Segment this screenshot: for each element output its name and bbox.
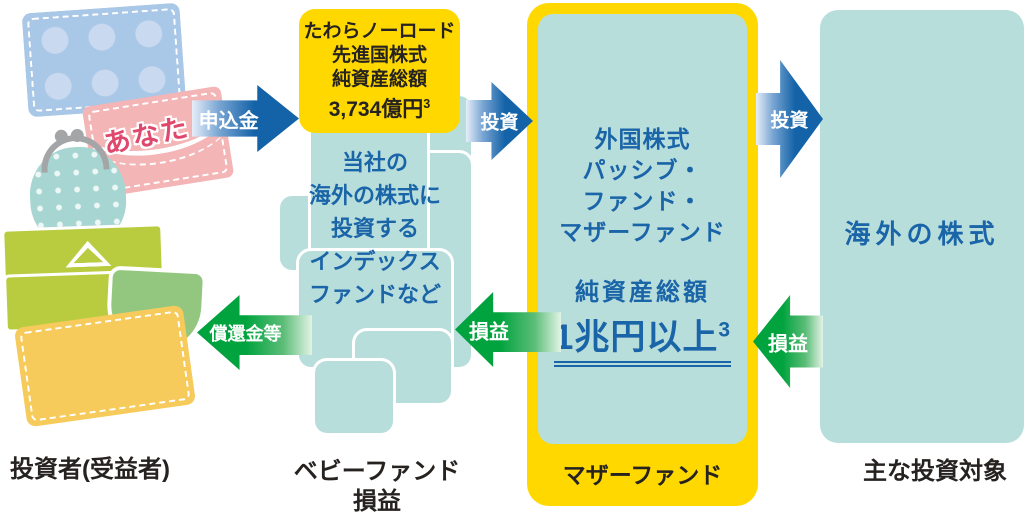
pl-arrow-label: 損益: [469, 321, 509, 343]
pl-arrow-label: 損益: [768, 333, 808, 355]
investment-target-box: 海外の株式: [820, 10, 1024, 443]
mother-fund-box: 外国株式 パッシブ・ ファンド・ マザーファンド 純資産総額 1兆円以上3 マザ…: [527, 3, 758, 506]
invest-arrow-label: 投資: [480, 112, 519, 134]
application-arrow-label: 申込金: [198, 110, 259, 132]
aum-label: 純資産総額: [575, 279, 710, 306]
aum-value: 1兆円以上3: [553, 309, 732, 367]
baby-fund-box: [352, 328, 454, 406]
mother-fund-caption: マザーファンド: [562, 462, 723, 488]
fund-aum-value: 3,734億円3: [328, 97, 431, 121]
mother-fund-aum: 純資産総額 1兆円以上3: [538, 272, 747, 367]
target-box-label: 海外の株式: [844, 219, 1000, 249]
fund-name-line: たわらノーロード: [303, 21, 456, 42]
footnote-marker: 3: [718, 318, 732, 342]
investor-wallets-illustration: あなた: [0, 0, 240, 460]
investor-caption: 投資者(受益者): [10, 456, 170, 483]
stitch-detail: [19, 310, 191, 422]
redemption-arrow-label: 償還金等: [209, 323, 282, 344]
target-caption: 主な投資対象: [863, 458, 1007, 485]
baby-fund-caption: ベビーファンド 損益: [293, 458, 461, 515]
footnote-marker: 3: [423, 97, 431, 111]
baby-fund-box: [312, 358, 396, 436]
pl-arrow-target-to-mother: 損益: [753, 295, 823, 388]
fund-aum-label: 純資産総額: [331, 69, 427, 90]
triangle-detail: [65, 240, 112, 268]
invest-arrow-label: 投資: [770, 110, 809, 132]
invest-arrow-baby-to-mother: 投資: [466, 82, 533, 160]
mother-fund-name: 外国株式 パッシブ・ ファンド・ マザーファンド: [559, 126, 726, 245]
fund-name-line: 先進国株式: [331, 45, 427, 66]
invest-arrow-mother-to-target: 投資: [756, 60, 823, 178]
baby-fund-name-box: たわらノーロード 先進国株式 純資産総額 3,734億円3: [299, 9, 460, 133]
mother-fund-inner-box: 外国株式 パッシブ・ ファンド・ マザーファンド 純資産総額 1兆円以上3: [538, 14, 747, 444]
baby-fund-description: 当社の 海外の株式に 投資する インデックス ファンドなど: [308, 150, 441, 307]
